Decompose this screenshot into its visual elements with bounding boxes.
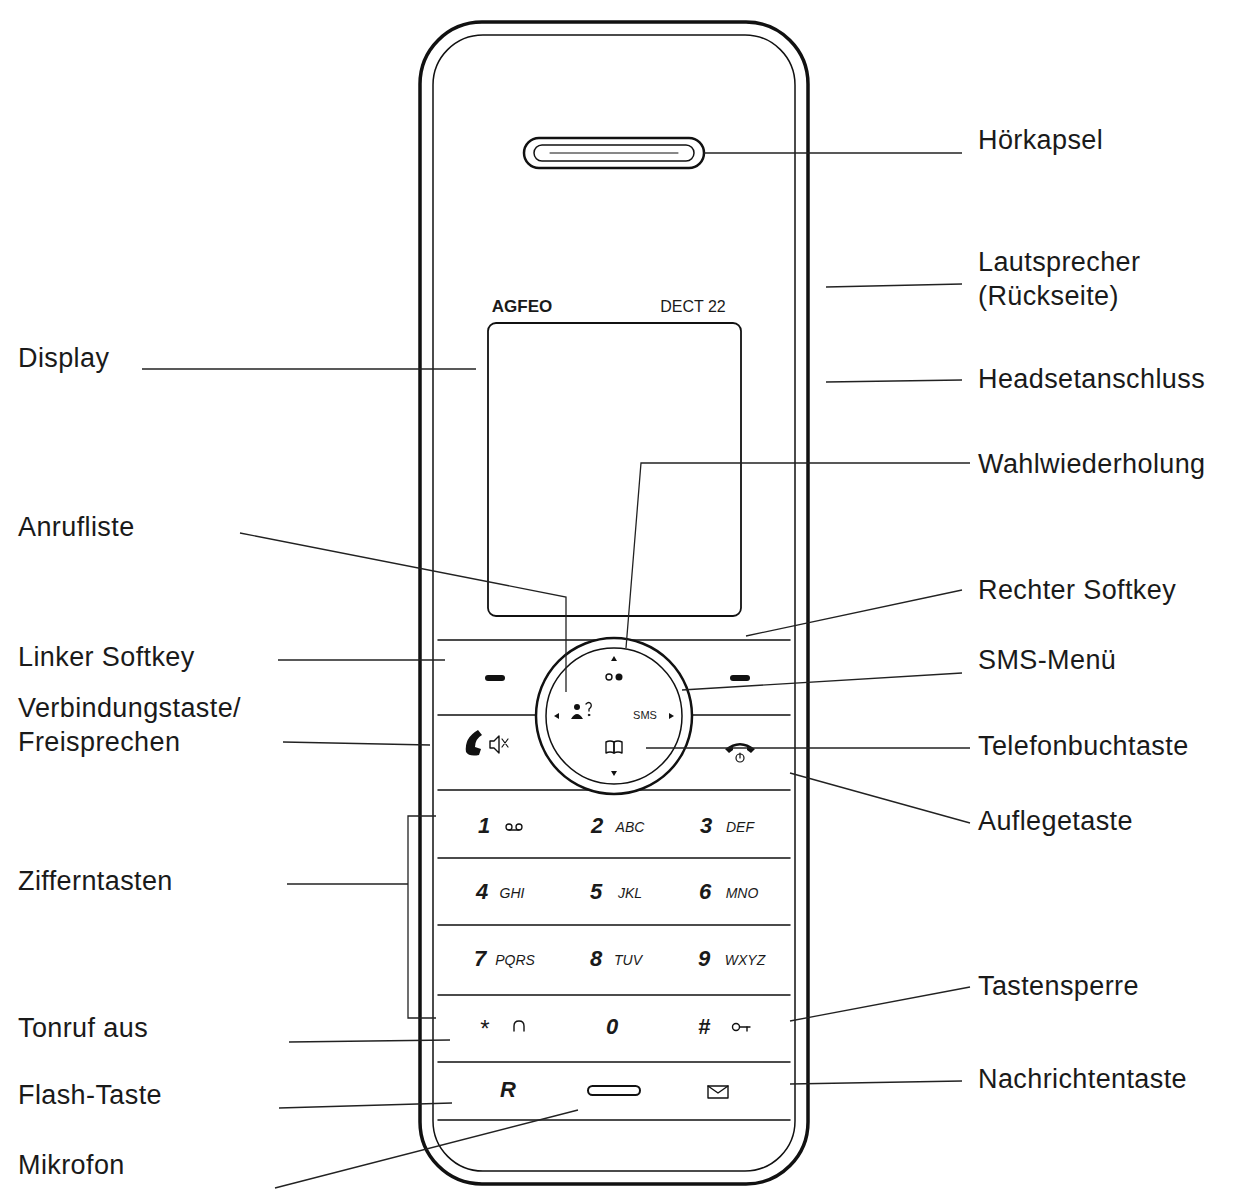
callout-label: Mikrofon (18, 1149, 125, 1181)
callout-label: Nachrichtentaste (978, 1063, 1187, 1095)
key-legend: 4 (476, 879, 488, 905)
housing-inner (433, 35, 795, 1171)
housing-outline (420, 22, 808, 1184)
arrow-right (669, 713, 674, 719)
key-legend: ABC (616, 819, 645, 836)
leader-lines (142, 153, 970, 1188)
callout-label: Hörkapsel (978, 124, 1103, 156)
message-icon (708, 1086, 728, 1098)
right-softkey (730, 675, 750, 681)
hangup-key-icon (725, 743, 755, 762)
voicemail-icon (506, 824, 522, 830)
redial-icon (606, 674, 623, 681)
callout-label: Linker Softkey (18, 641, 195, 673)
callout-label: Auflegetaste (978, 805, 1133, 837)
key-legend: R (500, 1077, 516, 1103)
key-legend: * (480, 1015, 489, 1044)
arrow-up (611, 656, 617, 661)
phonebook-icon (606, 741, 622, 753)
key-legend: 2 (591, 813, 603, 839)
key-legend: 7 (474, 946, 486, 972)
key-legend: 0 (606, 1014, 618, 1040)
key-legend: 3 (700, 813, 712, 839)
callout-label: Headsetanschluss (978, 363, 1205, 395)
navigation-ring (536, 638, 692, 794)
callout-label: SMS-Menü (978, 644, 1116, 676)
key-legend: 6 (699, 879, 711, 905)
key-legend: TUV (614, 952, 642, 969)
callout-label: Telefonbuchtaste (978, 730, 1189, 762)
key-legend: WXYZ (725, 952, 765, 969)
callout-label: Rechter Softkey (978, 574, 1176, 606)
callout-label: Verbindungstaste/ Freisprechen (18, 691, 280, 759)
ringer-icon (514, 1021, 524, 1031)
callout-label: Lautsprecher (Rückseite) (978, 245, 1178, 313)
arrow-left (554, 713, 559, 719)
callout-label: Tonruf aus (18, 1012, 148, 1044)
model-name: DECT 22 (660, 297, 726, 316)
earpiece-grill (534, 145, 694, 161)
keylock-icon (733, 1024, 751, 1032)
call-list-icon (571, 703, 591, 720)
callout-label: Flash-Taste (18, 1079, 162, 1111)
key-legend: MNO (726, 885, 759, 902)
key-legend: SMS (633, 709, 657, 722)
arrow-down (611, 771, 617, 776)
key-legend: DEF (726, 819, 754, 836)
callout-label: Zifferntasten (18, 865, 173, 897)
key-legend: JKL (618, 885, 642, 902)
brand-name: AGFEO (492, 297, 552, 317)
microphone (588, 1086, 640, 1095)
key-legend: GHI (500, 885, 525, 902)
key-legend: 1 (478, 813, 490, 839)
key-legend: 8 (590, 946, 602, 972)
key-legend: 9 (698, 946, 710, 972)
callout-label: Anrufliste (18, 511, 135, 543)
callout-label: Display (18, 342, 109, 374)
call-key-icon (466, 730, 508, 756)
key-legend: PQRS (495, 952, 535, 969)
key-legend: 5 (590, 879, 602, 905)
earpiece-slot (550, 153, 678, 154)
display (488, 323, 741, 616)
key-legend: # (698, 1014, 710, 1040)
callout-label: Tastensperre (978, 970, 1139, 1002)
callout-label: Wahlwiederholung (978, 448, 1206, 480)
left-softkey (485, 675, 505, 681)
earpiece (524, 138, 704, 168)
